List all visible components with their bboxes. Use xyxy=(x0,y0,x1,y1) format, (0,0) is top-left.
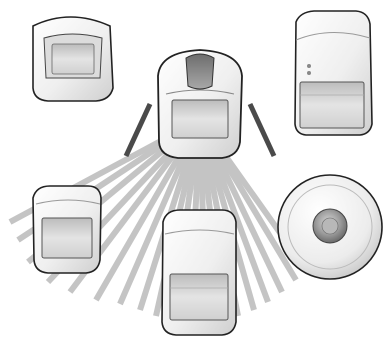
ceiling-motion-detector xyxy=(277,174,383,280)
motion-detector-1 xyxy=(32,16,114,102)
motion-detector-2 xyxy=(294,10,373,136)
motion-detector-5 xyxy=(157,49,243,159)
beam-dark-segment xyxy=(247,102,277,158)
motion-detector-3 xyxy=(32,185,102,274)
beam-dark-segment xyxy=(123,102,153,158)
motion-detector-4 xyxy=(161,209,237,336)
